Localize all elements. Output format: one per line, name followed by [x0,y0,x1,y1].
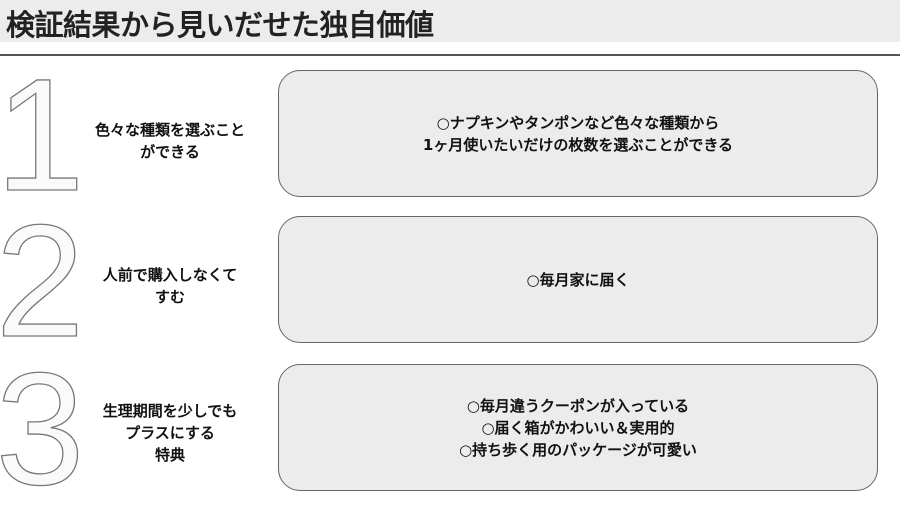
label-line: 特典 [154,446,185,464]
detail-line: 1ヶ月使いたいだけの枚数を選ぶことができる [422,135,734,154]
label-line: 人前で購入しなくて [102,266,238,284]
row-label-1: 色々な種類を選ぶこと ができる [80,119,260,163]
detail-line: ○毎月違うクーポンが入っている [466,396,690,415]
detail-line: ○ナプキンやタンポンなど色々な種類から [436,113,720,132]
divider [0,54,900,56]
label-line: すむ [154,288,185,306]
label-line: ができる [140,143,200,161]
row-detail-box-3: ○毎月違うクーポンが入っている ○届く箱がかわいい＆実用的 ○持ち歩く用のパッケ… [278,364,878,491]
row-number-1: 1 [0,44,85,224]
detail-line: ○毎月家に届く [526,270,630,289]
label-line: 色々な種類を選ぶこと [94,121,245,139]
row-number-2: 2 [0,190,85,370]
detail-line: ○持ち歩く用のパッケージが可愛い [459,440,697,459]
svg-text:2: 2 [0,191,84,370]
label-line: 生理期間を少しでも [102,402,238,420]
row-number-3: 3 [0,338,85,512]
row-detail-box-2: ○毎月家に届く [278,216,878,343]
slide-title: 検証結果から見いだせた独自価値 [6,8,434,42]
row-label-3: 生理期間を少しでも プラスにする 特典 [80,400,260,466]
row-detail-box-1: ○ナプキンやタンポンなど色々な種類から 1ヶ月使いたいだけの枚数を選ぶことができ… [278,70,878,197]
title-bar: 検証結果から見いだせた独自価値 [0,0,900,42]
detail-line: ○届く箱がかわいい＆実用的 [481,418,675,437]
svg-text:3: 3 [0,339,84,512]
row-label-2: 人前で購入しなくて すむ [80,264,260,308]
label-line: プラスにする [125,424,215,442]
svg-text:1: 1 [0,45,84,224]
